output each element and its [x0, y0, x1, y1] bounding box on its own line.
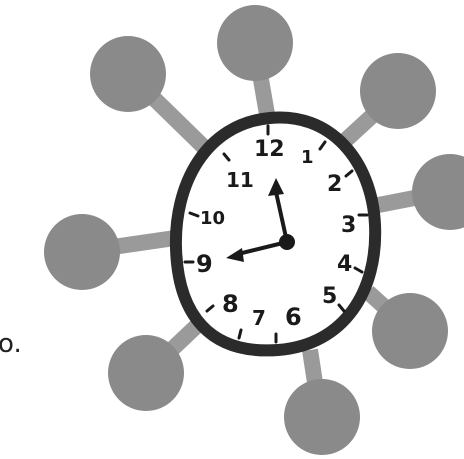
left-fragment-text: o. [0, 329, 22, 359]
network-node-icon [90, 36, 166, 112]
clock-number-3: 3 [341, 213, 356, 238]
network-node-icon [284, 379, 360, 455]
network-node-icon [44, 214, 120, 290]
clock-number-4: 4 [337, 252, 352, 277]
clock-number-9: 9 [196, 250, 213, 278]
hour-hand-arrow [226, 248, 244, 262]
clock-number-8: 8 [222, 290, 239, 318]
clock-number-10: 10 [200, 208, 225, 229]
clock-number-1: 1 [301, 147, 314, 168]
hour-hand [236, 240, 289, 256]
clock-icon: 12 1 2 3 4 5 6 7 8 9 10 11 [169, 111, 382, 357]
clock-number-7: 7 [252, 306, 266, 330]
network-node-icon [412, 154, 464, 230]
clock-number-12: 12 [254, 137, 285, 162]
clock-face [169, 111, 382, 357]
clock-number-6: 6 [285, 303, 302, 331]
clock-hands [226, 178, 295, 262]
clock-ticks [183, 124, 369, 344]
network-nodes [44, 5, 464, 455]
clock-number-11: 11 [226, 168, 254, 192]
network-node-icon [108, 335, 184, 411]
network-node-icon [360, 53, 436, 129]
clock-number-2: 2 [327, 172, 342, 197]
network-node-icon [372, 293, 448, 369]
network-node-icon [217, 5, 293, 81]
minute-hand-arrow [268, 178, 284, 196]
clock-number-5: 5 [322, 284, 337, 309]
minute-hand [274, 190, 289, 244]
clock-center-pin [279, 234, 295, 250]
